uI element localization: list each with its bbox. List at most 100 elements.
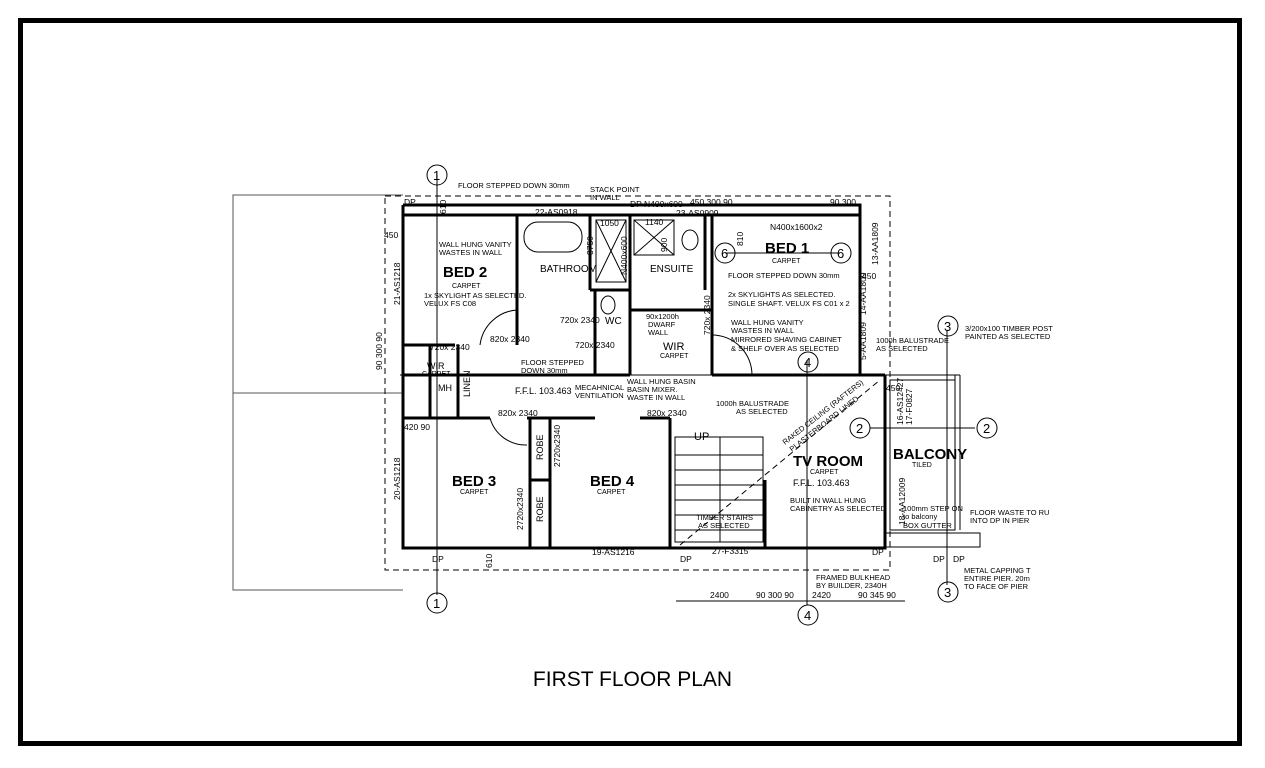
plan-label: 420 90 [404,422,430,432]
plan-label: 22-AS0918 [535,207,578,217]
drawing-border [18,18,1242,746]
room-bed-4: BED 4 [590,473,635,490]
plan-label: 6 [721,246,728,261]
plan-label: PLASTERBOARD LINED [788,394,861,454]
plan-label: PAINTED AS SELECTED [965,332,1051,341]
plan-label: CARPET [772,258,801,265]
plan-label: 6 [837,246,844,261]
plan-label: WALL HUNG VANITY [439,240,512,249]
room-balcony: BALCONY [893,446,967,463]
plan-label: 4 [804,355,811,370]
plan-label: DOWN 30mm [521,366,568,375]
plan-label: 720x 2340 [575,340,615,350]
plan-label: 1140 [645,217,664,227]
plan-label: WALL HUNG VANITY [731,318,804,327]
plan-label: 21-AS1218 [392,262,402,305]
plan-label: 3750 [585,236,595,255]
plan-label: 900 [659,238,669,252]
plan-label: DP [404,197,416,207]
room-tv-room: TV ROOM [793,453,863,470]
plan-label: WASTES IN WALL [731,326,794,335]
plan-label: 1050 [600,218,619,228]
plan-label: CARPET [660,353,689,360]
plan-label: 1 [433,168,440,183]
room-bed-3: BED 3 [452,473,496,490]
drawing-title: FIRST FLOOR PLAN [532,668,733,691]
plan-label: INTO DP IN PIER [970,516,1030,525]
plan-label: VENTILATION [575,391,624,400]
plan-label: N400x600 [619,236,629,275]
plan-label: DP [432,554,444,564]
plan-label: ENTIRE PIER. 20m [964,574,1030,583]
plan-label: 13-AA1809 [870,222,880,265]
room-bed-1: BED 1 [765,240,809,257]
room-linen: LINEN [462,370,472,397]
plan-label: DP [953,554,965,564]
plan-label: 1x SKYLIGHT AS SELECTED. [424,291,526,300]
plan-label: TIMBER STAIRS [696,513,753,522]
grid-marker-2-left: 2 [849,417,871,439]
plan-label: WASTES IN WALL [439,248,502,257]
grid-marker-4-top: 4 [797,351,819,373]
plan-label: 5-AA1809 [858,322,868,360]
plan-label: 27-F3315 [712,546,749,556]
plan-label: 23-AS0909 [676,208,719,218]
grid-lines [436,175,975,605]
manhole: MH [438,383,452,393]
plan-label: 720x 2340 [430,342,470,352]
plan-label: CARPET [452,283,481,290]
plan-label: 610 [438,200,448,214]
ffl-level: F.F.L. 103.463 [515,386,572,396]
plan-label: SINGLE SHAFT. VELUX FS C01 x 2 [728,299,850,308]
plan-label: AS SELECTED [698,521,750,530]
plan-label: AS SELECTED [876,344,928,353]
plan-label: 20-AS1218 [392,457,402,500]
plan-label: 90 300 90 [756,590,794,600]
ensuite-shower [633,219,675,256]
plan-label: FLOOR STEPPED [521,358,585,367]
plan-label: 2 [856,421,863,436]
plan-label: DWARF [648,320,676,329]
robe-2: ROBE [535,496,545,522]
plan-label: 610 [484,554,494,568]
fixtures [400,219,981,548]
room-labels: BED 2 CARPET BATHROOM ENSUITE BED 1 CARP… [422,240,967,522]
plan-label: 1000h BALUSTRADE [716,399,789,408]
grid-marker-6-right: 6 [830,242,852,264]
plan-label: WASTE IN WALL [627,393,685,402]
plan-label: 820x 2340 [498,408,538,418]
plan-label: WALL HUNG BASIN [627,377,696,386]
plan-label: STACK POINT [590,185,640,194]
plan-label: 2720x2340 [552,425,562,467]
plan-label: TILED [912,462,932,469]
plan-label: DP [680,554,692,564]
ffl-level: F.F.L. 103.463 [793,478,850,488]
plan-label: 820x 2340 [647,408,687,418]
door-swing [479,309,518,346]
grid-marker-1-bottom: 1 [426,592,448,614]
room-wir-2: WIR [427,361,445,371]
plan-label: DP [933,554,945,564]
plan-label: 100mm STEP ON [903,504,963,513]
box-gutter [884,532,981,548]
plan-label: 450 [886,383,900,393]
plan-label: 450 [862,271,876,281]
plan-label: 2720x2340 [515,488,525,530]
grid-marker-4-bottom: 4 [797,604,819,626]
plan-label: DP [630,199,642,209]
plan-label: 3 [944,319,951,334]
plan-label: 90 345 90 [858,590,896,600]
room-wir-1: WIR [663,341,684,353]
plan-label: FLOOR STEPPED DOWN 30mm [728,271,840,280]
plan-label: 2420 [812,590,831,600]
grid-marker-3-bottom: 3 [937,581,959,603]
plan-label: AS SELECTED [736,407,788,416]
plan-label: N400x1600x2 [770,222,823,232]
raked-ceiling-line [679,379,881,546]
plan-label: CABINETRY AS SELECTED [790,504,887,513]
plan-label: 3/200x100 TIMBER POST [965,324,1053,333]
plan-label: MIRRORED SHAVING CABINET [731,335,842,344]
plan-label: BUILT IN WALL HUNG [790,496,866,505]
plan-label: 720x 2340 [702,295,712,335]
